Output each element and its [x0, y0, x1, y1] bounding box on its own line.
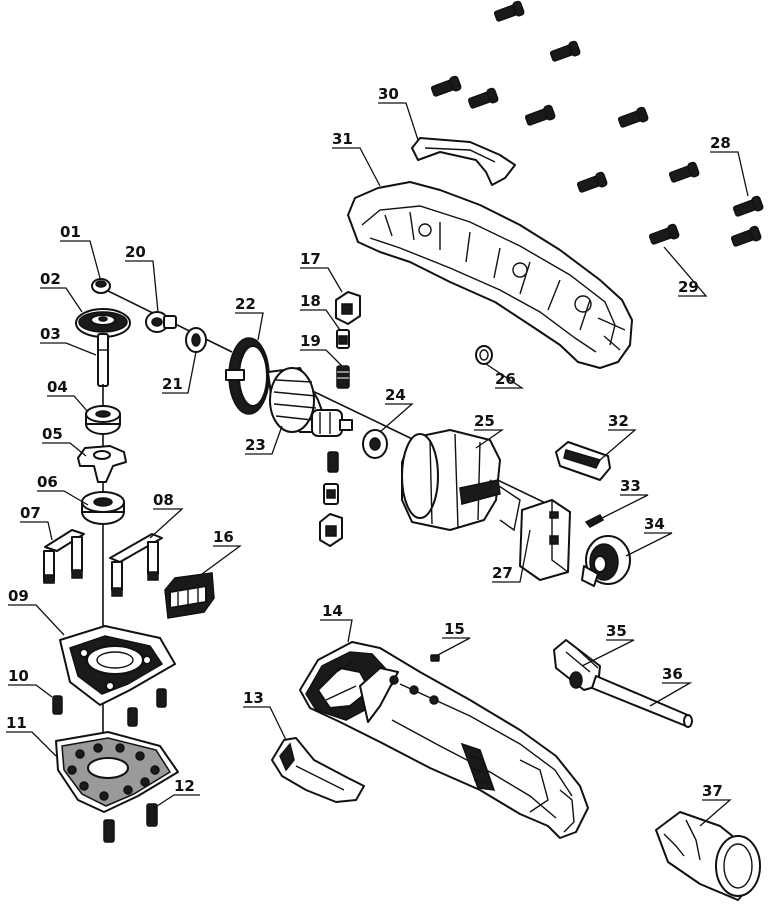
- callout-label: 13: [243, 689, 264, 707]
- callout-label: 16: [213, 528, 234, 546]
- ring-part-21: [185, 327, 207, 353]
- eccentric-part-05: [77, 445, 127, 483]
- spring-part-19: [336, 365, 350, 389]
- screw: [648, 223, 680, 245]
- callout-label: 25: [474, 412, 495, 430]
- callout-label: 03: [40, 325, 61, 343]
- callout-label: 10: [8, 667, 29, 685]
- screw: [493, 0, 525, 22]
- callout-labels: 01 02 03 04 05 06 07 08 09 10 11 12 13 1…: [6, 85, 731, 800]
- bearing-part-06: [81, 491, 125, 525]
- callout-label: 20: [125, 243, 146, 261]
- callout-label: 29: [678, 278, 699, 296]
- clip-part-07: [43, 529, 85, 584]
- gear-part-22: [225, 337, 270, 415]
- callout-label: 17: [300, 250, 321, 268]
- carbon-brush-part-18: [336, 329, 350, 349]
- callout-label: 30: [378, 85, 399, 103]
- callout-label: 04: [47, 378, 68, 396]
- housing-half-part-14: [299, 641, 589, 839]
- screw-part-10: [52, 688, 167, 727]
- screw-part-12: [103, 803, 158, 843]
- callout-label: 27: [492, 564, 513, 582]
- screw: [668, 161, 700, 183]
- circuit-board-part-27: [519, 499, 571, 581]
- callout-label: 28: [710, 134, 731, 152]
- callout-label: 09: [8, 587, 29, 605]
- callout-label: 33: [620, 477, 641, 495]
- callout-label: 19: [300, 332, 321, 350]
- housing-half-part-31: [347, 181, 633, 369]
- sanding-plate-holes: [67, 743, 160, 801]
- callout-label: 24: [385, 386, 406, 404]
- sanding-plate-part-11: [55, 731, 179, 813]
- screw: [730, 225, 762, 247]
- speed-dial-part-34: [581, 535, 631, 587]
- callout-label: 02: [40, 270, 61, 288]
- screw: [549, 40, 581, 62]
- callout-label: 18: [300, 292, 321, 310]
- spindle-part-03: [97, 333, 109, 387]
- bearing-part-20: [145, 311, 177, 333]
- power-cable-part-36: [591, 675, 693, 728]
- brush-holder-part-17: [335, 291, 361, 325]
- screw: [430, 75, 462, 97]
- screw: [617, 106, 649, 128]
- dust-adapter-part-37: [655, 811, 761, 901]
- leader-lines: [6, 102, 749, 827]
- callout-label: 22: [235, 295, 256, 313]
- screw-part-15: [430, 654, 440, 662]
- stator-part-25: [401, 429, 521, 532]
- screw: [576, 171, 608, 193]
- screw: [467, 87, 499, 109]
- screws-group: [430, 0, 764, 247]
- bearing-part-04: [85, 405, 121, 435]
- screw: [524, 104, 556, 126]
- callout-label: 37: [702, 782, 723, 800]
- clip-part-08: [109, 533, 163, 597]
- bracket-part-13: [271, 737, 365, 803]
- screw: [732, 195, 764, 217]
- callout-label: 23: [245, 436, 266, 454]
- pin-part-33: [584, 514, 605, 528]
- bearing-part-24: [362, 429, 388, 459]
- ring-part-26: [475, 345, 493, 365]
- switch-part-16: [164, 572, 215, 619]
- bevel-gear-part-02: [75, 308, 131, 338]
- callout-label: 35: [606, 622, 627, 640]
- slider-part-32: [555, 441, 611, 481]
- base-plate-part-09: [59, 625, 176, 706]
- callout-label: 05: [42, 425, 63, 443]
- callout-label: 07: [20, 504, 41, 522]
- callout-label: 21: [162, 375, 183, 393]
- callout-label: 31: [332, 130, 353, 148]
- callout-label: 15: [444, 620, 465, 638]
- callout-label: 11: [6, 714, 27, 732]
- bracket-part-30: [411, 137, 516, 186]
- callout-label: 36: [662, 665, 683, 683]
- nut-part-01: [91, 278, 111, 294]
- callout-label: 34: [644, 515, 665, 533]
- callout-label: 08: [153, 491, 174, 509]
- callout-label: 01: [60, 223, 81, 241]
- callout-label: 26: [495, 370, 516, 388]
- callout-label: 06: [37, 473, 58, 491]
- callout-label: 12: [174, 777, 195, 795]
- callout-label: 32: [608, 412, 629, 430]
- armature-part-23: [267, 367, 353, 437]
- callout-label: 14: [322, 602, 343, 620]
- cable-grommet-part-35: [553, 639, 601, 691]
- brush-set-lower: [319, 451, 343, 547]
